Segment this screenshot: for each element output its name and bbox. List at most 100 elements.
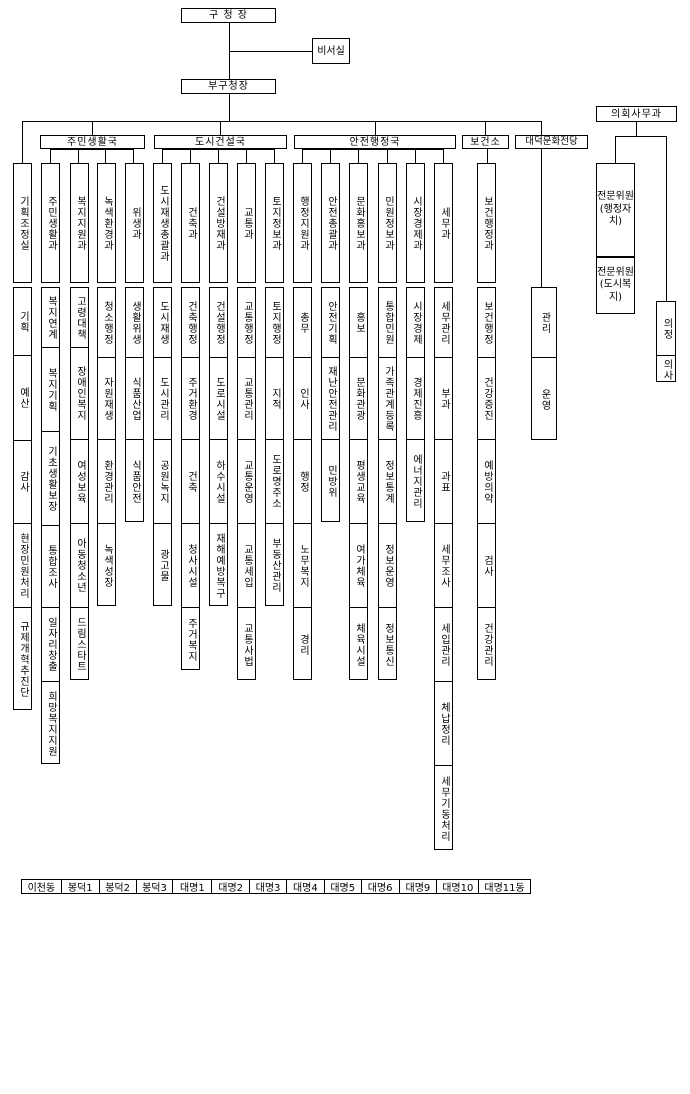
department-title-4: 녹색환경과 <box>97 163 116 283</box>
unit-cell: 예방의약 <box>478 439 495 523</box>
unit-cell: 정보통신 <box>379 607 396 681</box>
connector-line <box>443 149 444 164</box>
unit-label: 문화관광 <box>353 376 365 421</box>
unit-label: 통합민원 <box>382 300 394 345</box>
unit-label: 보건행정 <box>481 300 493 345</box>
department-title-text: 시장경제과 <box>410 195 422 251</box>
department-title-text: 녹색환경과 <box>101 195 113 251</box>
department-title-1: 기획조정실 <box>13 163 32 283</box>
unit-cell: 정보운영 <box>379 523 396 607</box>
unit-cell: 식품안전 <box>126 439 143 523</box>
unit-label: 자원재생 <box>101 376 113 421</box>
unit-label: 체육시설 <box>353 622 365 667</box>
department-title-9: 교통과 <box>237 163 256 283</box>
unit-label: 정보통신 <box>382 622 394 667</box>
unit-label: 의사 <box>661 358 672 381</box>
dong-cell: 대명11동 <box>478 880 530 894</box>
unit-cell: 자원재생 <box>98 357 115 439</box>
connector-line <box>162 149 163 164</box>
unit-cell: 현장민원처리 <box>14 523 31 607</box>
unit-label: 정보통계 <box>382 459 394 504</box>
connector-line <box>190 149 191 164</box>
unit-label: 식품산업 <box>129 376 141 421</box>
connector-line <box>615 136 667 137</box>
unit-cell: 검사 <box>478 523 495 607</box>
unit-label: 교통관리 <box>241 376 253 421</box>
unit-cell: 문화관광 <box>350 357 367 439</box>
unit-label: 노무복지 <box>297 543 309 588</box>
department-title-text: 주민생활과 <box>45 195 57 251</box>
unit-cell: 녹색성장 <box>98 523 115 607</box>
unit-label: 정보운영 <box>382 543 394 588</box>
unit-cell: 의사 <box>657 355 675 383</box>
unit-label: 환경관리 <box>101 459 113 504</box>
unit-cell: 건축 <box>182 439 199 523</box>
unit-label: 생활위생 <box>129 300 141 345</box>
unit-label: 민방위 <box>325 465 337 498</box>
department-title-11: 행정지원과 <box>293 163 312 283</box>
unit-cell: 장애인복지 <box>71 347 88 439</box>
department-title-text: 복지지원과 <box>74 195 86 251</box>
connector-line <box>220 121 221 136</box>
unit-cell: 총무 <box>294 288 311 357</box>
dong-cell: 대명6 <box>360 880 399 894</box>
department-title-16: 세무과 <box>434 163 453 283</box>
unit-cell: 재난안전관리 <box>322 357 339 439</box>
unit-cell: 교통세입 <box>238 523 255 607</box>
unit-label: 세무관리 <box>438 300 450 345</box>
unit-label: 통합조사 <box>45 544 57 589</box>
unit-cell: 공원녹지 <box>154 439 171 523</box>
department-title-text: 건설방재과 <box>213 195 225 251</box>
department-title-2: 주민생활과 <box>41 163 60 283</box>
dong-cell: 대명5 <box>323 880 361 894</box>
connector-line <box>133 149 134 164</box>
unit-label: 가족관계등록 <box>382 365 394 432</box>
dong-cell: 대명1 <box>172 880 211 894</box>
unit-cell: 부동산관리 <box>266 523 283 607</box>
dong-cell: 봉덕1 <box>60 880 99 894</box>
bureau-hall: 대덕문화전당 <box>515 135 588 149</box>
unit-cell: 세무기동처리 <box>435 765 452 851</box>
connector-line <box>105 149 106 164</box>
unit-label: 관리 <box>539 311 550 334</box>
connector-line <box>415 149 416 164</box>
unit-cell: 과표 <box>435 439 452 523</box>
unit-label: 교통세입 <box>241 543 253 588</box>
department-title-text: 민원정보과 <box>382 195 394 251</box>
unit-label: 세무기동처리 <box>438 775 450 842</box>
unit-label: 여성보육 <box>74 459 86 504</box>
unit-label: 건설행정 <box>213 300 225 345</box>
unit-cell: 에너지관리 <box>407 439 424 523</box>
unit-cell: 건강관리 <box>478 607 495 681</box>
unit-label: 기획 <box>17 310 29 333</box>
unit-label: 도시재생 <box>157 300 169 345</box>
unit-label: 운영 <box>539 388 550 411</box>
unit-label: 희망복지지원 <box>45 690 57 757</box>
dong-cell: 대명3 <box>249 880 286 894</box>
unit-label: 도시관리 <box>157 376 169 421</box>
unit-cell: 식품산업 <box>126 357 143 439</box>
connector-line <box>387 149 388 164</box>
connector-line <box>302 149 303 164</box>
connector-line <box>541 121 542 136</box>
department-title-7: 건축과 <box>181 163 200 283</box>
connector-line <box>615 136 616 164</box>
connector-line <box>358 149 359 164</box>
unit-label: 복지연계 <box>45 295 57 340</box>
connector-line <box>274 149 275 164</box>
unit-cell: 보건행정 <box>478 288 495 357</box>
unit-cell: 복지기획 <box>42 347 59 431</box>
bureau-safety: 안전행정국 <box>294 135 456 149</box>
unit-label: 감사 <box>17 471 29 493</box>
unit-cell: 광고물 <box>154 523 171 607</box>
unit-cell: 운영 <box>532 357 556 441</box>
unit-cell: 청사시설 <box>182 523 199 607</box>
unit-cell: 교통행정 <box>238 288 255 357</box>
